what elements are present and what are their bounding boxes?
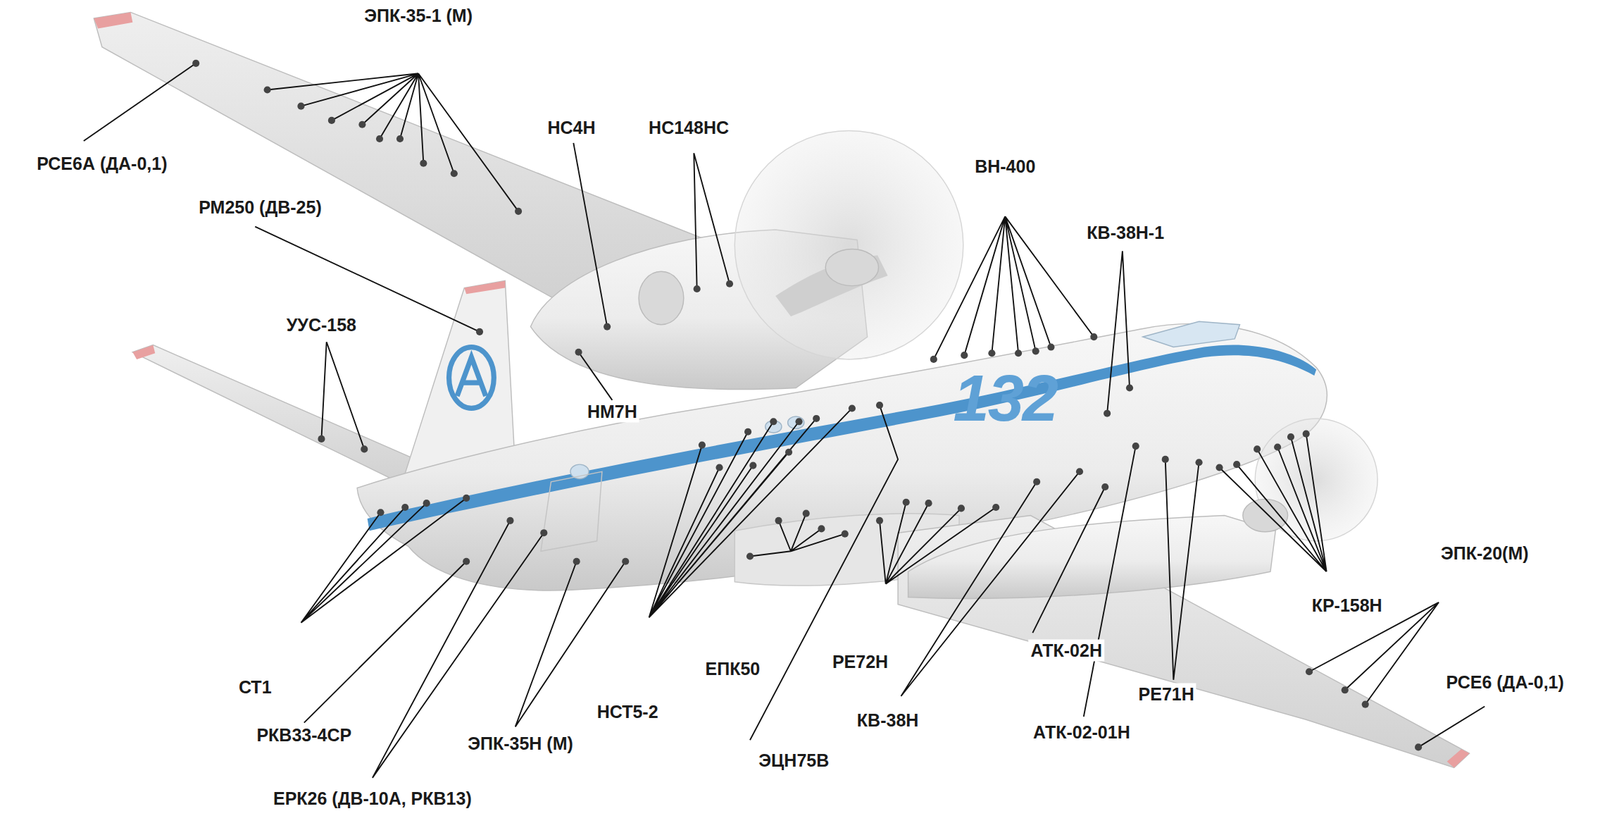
part-callout: ЕРК26 (ДВ-10А, РКВ13) (271, 787, 474, 810)
part-callout: ЭЦН75В (756, 749, 831, 772)
part-callout: РКВ33-4СР (254, 723, 354, 746)
part-callout: РЕ72Н (830, 650, 891, 672)
part-callout: НС148НС (646, 116, 731, 139)
part-callout: НСТ5-2 (595, 700, 661, 722)
part-callout: КВ-38Н (854, 708, 922, 731)
part-callout: АТК-02Н (1028, 639, 1105, 662)
part-callout: ВН-400 (972, 155, 1038, 178)
part-callout: ЭПК-35Н (М) (465, 731, 576, 754)
part-callout: РСЕ6 (ДА-0,1) (1444, 670, 1567, 693)
part-callout: КР-158Н (1309, 594, 1385, 617)
part-callout: СТ1 (236, 676, 274, 698)
part-callout: НМ7Н (585, 400, 640, 422)
livery-number: 132 (950, 360, 1060, 436)
part-callout: КВ-38Н-1 (1084, 221, 1167, 244)
part-callout: ЭПК-20(М) (1438, 542, 1531, 565)
part-callout: ЕПК50 (703, 657, 763, 680)
part-callout: ЭПК-35-1 (М) (361, 4, 475, 27)
part-callout: РСЕ6А (ДА-0,1) (34, 152, 170, 174)
part-callout: АТК-02-01Н (1030, 720, 1133, 743)
part-callout: НС4Н (545, 116, 598, 139)
part-callout: РМ250 (ДВ-25) (196, 196, 324, 219)
part-callout: РЕ71Н (1136, 683, 1197, 705)
part-callout: УУС-158 (284, 313, 359, 336)
